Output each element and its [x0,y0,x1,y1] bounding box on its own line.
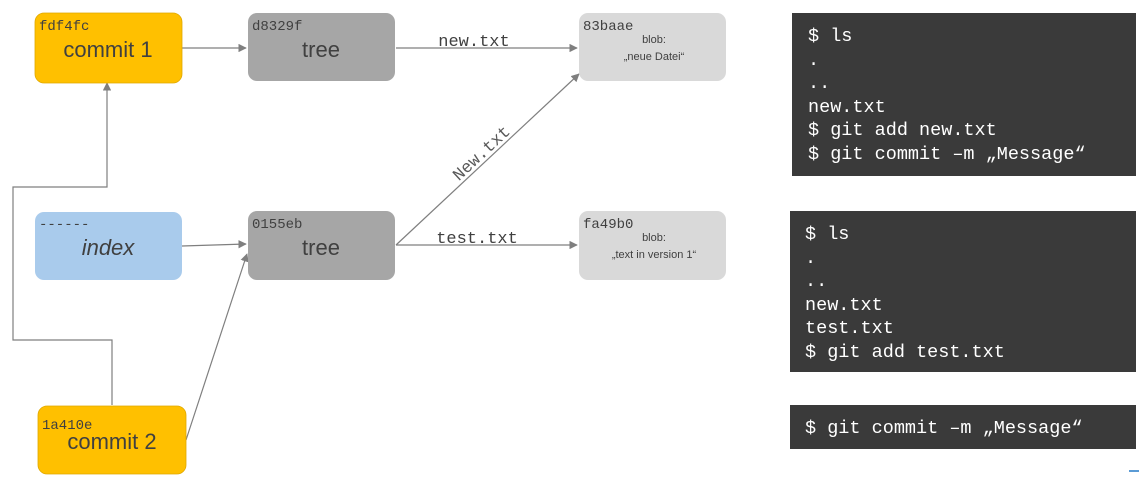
blob-2-node: fa49b0 blob: „text in version 1“ [579,211,726,280]
connectors [12,43,580,441]
terminal-1-line: . [808,49,820,71]
commit-1-label: commit 1 [63,37,152,62]
blob-1-node: 83baae blob: „neue Datei“ [579,13,726,81]
edge-label-new-txt-capital: New.txt [450,123,515,186]
terminal-2-line: new.txt [805,294,883,316]
commit-2-label: commit 2 [67,429,156,454]
commit-2-node: 1a410e commit 2 [37,405,187,475]
terminal-panel-1: $ ls . .. new.txt $ git add new.txt $ gi… [792,13,1136,176]
tree-2-label: tree [302,235,340,260]
edge-index-to-tree2 [181,240,247,249]
commit-1-hash: fdf4fc [39,19,89,35]
terminal-2-line: test.txt [805,318,894,339]
blob-2-type: blob: [642,232,666,244]
tree-2-node: 0155eb tree [248,211,395,280]
terminal-panel-2: $ ls . .. new.txt test.txt $ git add tes… [790,211,1136,372]
terminal-1-line: $ ls [808,26,853,47]
edge-label-new-txt: new.txt [438,33,509,52]
index-node: ------ index [35,212,182,280]
index-label: index [82,235,136,260]
edge-commit2-to-tree2 [185,253,249,441]
tree-1-hash: d8329f [252,19,302,35]
edge-tree2-to-blob1 [395,73,580,246]
terminal-1-line: new.txt [808,96,886,118]
blob-1-content: „neue Datei“ [624,51,685,63]
terminal-panel-3: $ git commit –m „Message“ [790,405,1136,449]
commit-1-node: fdf4fc commit 1 [34,12,183,84]
terminal-2-line: $ git add test.txt [805,341,1005,363]
blob-1-hash: 83baae [583,19,633,35]
terminal-3-line: $ git commit –m „Message“ [805,418,1083,439]
blob-2-content: „text in version 1“ [612,249,697,261]
tree-2-hash: 0155eb [252,217,302,233]
edge-label-test-txt: test.txt [436,230,518,249]
commit-2-hash: 1a410e [42,418,92,434]
terminal-1-line: $ git commit –m „Message“ [808,143,1086,165]
terminal-1-line: $ git add new.txt [808,120,997,141]
terminal-2-line: $ ls [805,224,850,245]
terminal-2-line: . [805,247,817,269]
tree-1-label: tree [302,37,340,62]
terminal-2-line: .. [805,271,828,292]
terminal-1-line: .. [808,73,831,94]
index-hash: ------ [39,217,89,233]
blob-1-type: blob: [642,34,666,46]
edge-commit2-to-commit1-parent [12,82,113,405]
tree-1-node: d8329f tree [248,13,395,81]
blob-2-hash: fa49b0 [583,217,633,233]
corner-accent-mark [1129,470,1139,472]
